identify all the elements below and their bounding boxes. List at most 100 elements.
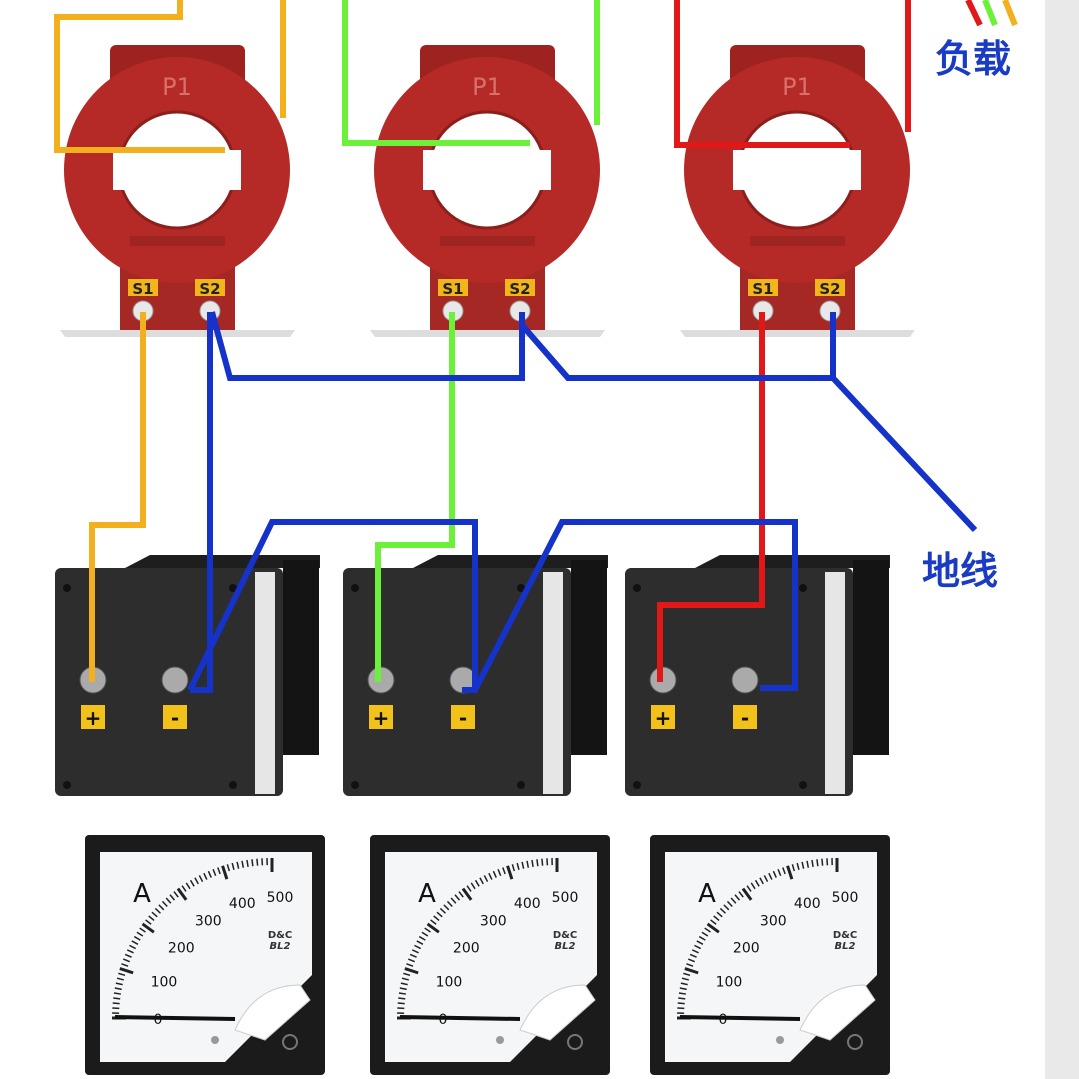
phase-c-s1-to-plus [657, 312, 765, 682]
scale-tick [461, 887, 473, 901]
scale-tick [806, 860, 810, 868]
scale-tick [483, 875, 489, 883]
scale-tick [154, 907, 161, 914]
scale-tick [207, 870, 212, 878]
load-wire-b [982, 0, 998, 27]
scale-label-300: 300 [480, 913, 507, 929]
scale-label-400: 400 [794, 896, 821, 912]
scale-tick [116, 977, 124, 981]
scale-tick [777, 868, 782, 877]
scale-tick [400, 982, 408, 986]
scale-tick [746, 885, 752, 892]
corner-screw [229, 584, 237, 592]
scale-tick [145, 919, 152, 925]
wires [54, 0, 1018, 693]
scale-tick [454, 894, 461, 901]
corner-screw [633, 781, 641, 789]
corner-screw [799, 584, 807, 592]
terminal-minus-label: - [741, 706, 749, 730]
scale-label-200: 200 [453, 940, 480, 956]
scale-tick [680, 982, 688, 986]
scale-tick [217, 867, 221, 875]
terminal-minus-label: - [459, 706, 467, 730]
scale-tick [686, 963, 694, 967]
scale-tick [113, 992, 122, 995]
ct-s1-label: S1 [442, 280, 463, 298]
terminal-minus-tag [733, 705, 757, 729]
scale-tick [541, 858, 544, 866]
scale-tick [768, 872, 773, 880]
meter-needle [399, 1015, 521, 1021]
ground-bus-bc [519, 312, 836, 381]
meter-model: BL2 [835, 941, 856, 952]
scale-tick [231, 862, 235, 870]
scale-tick [759, 877, 764, 885]
scale-tick [124, 953, 132, 958]
corner-screw [633, 584, 641, 592]
scale-tick [115, 982, 123, 986]
ct-mount-plate [60, 330, 295, 337]
meter-unit-label: A [698, 879, 716, 909]
zero-adjust-screw [776, 1036, 784, 1044]
transducer-top [413, 555, 608, 568]
ct-s1-label: S1 [132, 280, 153, 298]
side-strip [1045, 0, 1079, 1079]
scale-tick [450, 897, 457, 904]
meter-pointer-cover [799, 984, 876, 1041]
mount-hole [847, 1034, 863, 1050]
scale-tick [246, 859, 249, 868]
scale-label-100: 100 [436, 974, 463, 990]
scale-tick [723, 904, 730, 911]
phase-a-s2-to-minus [190, 312, 213, 693]
ct-s2-tag [815, 279, 845, 296]
scale-tick [772, 870, 777, 878]
scale-tick [738, 891, 744, 898]
corner-screw [229, 781, 237, 789]
scale-tick [133, 935, 141, 941]
transducer-label-stripe [825, 572, 845, 794]
scale-tick [161, 900, 168, 907]
scale-tick [689, 953, 697, 958]
scale-tick [782, 867, 786, 875]
ct-s2-label: S2 [199, 280, 220, 298]
scale-tick [256, 858, 259, 866]
ground-lead [830, 375, 978, 533]
transducer-side [283, 560, 319, 755]
scale-tick [506, 865, 514, 880]
scale-tick [203, 872, 208, 880]
scale-label-100: 100 [151, 974, 178, 990]
ct-s2-tag [505, 279, 535, 296]
zero-adjust-screw [211, 1036, 219, 1044]
ct-s2-tag [195, 279, 225, 296]
scale-tick [521, 861, 525, 869]
scale-tick [126, 949, 134, 954]
scale-tick [704, 927, 711, 933]
terminal-plus-label: + [85, 706, 102, 730]
scale-label-200: 200 [733, 940, 760, 956]
scale-tick [119, 967, 134, 975]
scale-tick [122, 958, 131, 963]
transducer-box: +- [343, 555, 608, 796]
scale-tick [694, 944, 702, 950]
corner-screw [63, 781, 71, 789]
terminal-minus-tag [451, 705, 475, 729]
scale-tick [801, 861, 805, 869]
terminal-minus-screw [161, 666, 189, 694]
scale-tick [458, 891, 464, 898]
phase-c-primary-in [674, 0, 850, 148]
terminal-minus-screw [731, 666, 759, 694]
scale-tick [414, 944, 422, 950]
phase-a-primary-in [54, 0, 225, 153]
ct-hole-slot [733, 150, 861, 190]
meter-unit-label: A [133, 879, 151, 909]
scale-tick [114, 987, 122, 991]
scale-label-200: 200 [168, 940, 195, 956]
scale-tick [118, 972, 126, 977]
